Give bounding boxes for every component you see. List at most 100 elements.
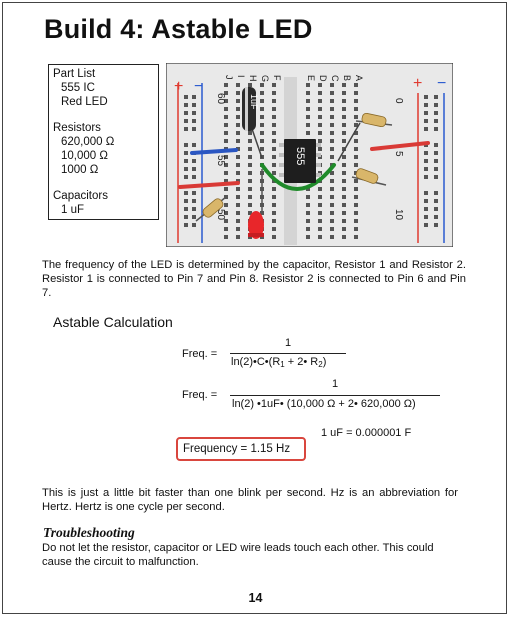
breadboard-hole [192, 207, 196, 211]
breadboard-hole [260, 115, 264, 119]
fraction-line [230, 395, 440, 396]
part-list-box: Part List 555 IC Red LED Resistors 620,0… [48, 64, 159, 220]
breadboard-hole [236, 227, 240, 231]
breadboard-hole [248, 139, 252, 143]
breadboard-hole [306, 219, 310, 223]
breadboard-hole [318, 147, 322, 151]
breadboard-hole [354, 211, 358, 215]
breadboard-hole [236, 131, 240, 135]
breadboard-hole [224, 163, 228, 167]
breadboard-hole [424, 207, 428, 211]
breadboard-hole [224, 99, 228, 103]
breadboard-hole [330, 123, 334, 127]
breadboard-hole [342, 227, 346, 231]
breadboard-hole [272, 211, 276, 215]
capacitor-stripe [245, 87, 248, 131]
breadboard-hole [260, 83, 264, 87]
row-letter: J [224, 75, 234, 80]
breadboard-hole [184, 199, 188, 203]
resistors-heading: Resistors [53, 122, 101, 134]
breadboard-hole [272, 235, 276, 239]
breadboard-hole [224, 219, 228, 223]
breadboard-hole [192, 119, 196, 123]
breadboard-hole [330, 107, 334, 111]
breadboard-hole [184, 191, 188, 195]
breadboard-hole [306, 131, 310, 135]
breadboard-hole [248, 155, 252, 159]
breadboard-hole [354, 195, 358, 199]
breadboard-hole [260, 99, 264, 103]
breadboard-hole [434, 127, 438, 131]
breadboard-hole [184, 215, 188, 219]
rail-plus-label-left: + [174, 78, 183, 95]
breadboard-hole [330, 155, 334, 159]
breadboard-hole [272, 83, 276, 87]
breadboard-hole [434, 215, 438, 219]
breadboard-hole [354, 131, 358, 135]
breadboard-hole [424, 119, 428, 123]
breadboard-hole [306, 91, 310, 95]
breadboard-hole [248, 179, 252, 183]
breadboard-hole [424, 191, 428, 195]
breadboard-hole [354, 179, 358, 183]
breadboard-hole [330, 139, 334, 143]
breadboard-hole [184, 159, 188, 163]
breadboard-hole [236, 195, 240, 199]
breadboard-hole [184, 151, 188, 155]
breadboard-hole [192, 127, 196, 131]
breadboard-hole [248, 171, 252, 175]
breadboard-hole [236, 203, 240, 207]
row-letter: B [342, 75, 352, 81]
breadboard-hole [184, 143, 188, 147]
breadboard-hole [318, 211, 322, 215]
breadboard-hole [306, 107, 310, 111]
column-number: 50 [215, 209, 226, 221]
breadboard-hole [424, 103, 428, 107]
breadboard-hole [318, 91, 322, 95]
breadboard-hole [192, 223, 196, 227]
breadboard-hole [354, 187, 358, 191]
breadboard-hole [318, 219, 322, 223]
breadboard-hole [354, 115, 358, 119]
breadboard-hole [248, 195, 252, 199]
breadboard-hole [236, 211, 240, 215]
breadboard-hole [342, 155, 346, 159]
breadboard-hole [224, 227, 228, 231]
breadboard-hole [424, 127, 428, 131]
breadboard-hole [330, 227, 334, 231]
breadboard-hole [318, 83, 322, 87]
column-number: 5 [393, 151, 404, 157]
breadboard-hole [192, 159, 196, 163]
breadboard-hole [424, 223, 428, 227]
breadboard-hole [306, 187, 310, 191]
breadboard-hole [318, 107, 322, 111]
breadboard-hole [184, 167, 188, 171]
breadboard-hole [342, 235, 346, 239]
breadboard-hole [272, 99, 276, 103]
breadboard-hole [224, 203, 228, 207]
breadboard-hole [330, 235, 334, 239]
breadboard-hole [192, 199, 196, 203]
breadboard-hole [342, 219, 346, 223]
breadboard-hole [306, 195, 310, 199]
row-letter: I [236, 75, 246, 78]
part-list-heading: Part List [53, 68, 96, 80]
breadboard-hole [184, 111, 188, 115]
breadboard-hole [342, 83, 346, 87]
breadboard-hole [342, 211, 346, 215]
breadboard-hole [330, 115, 334, 119]
formula-numerator: 1 [284, 337, 292, 349]
breadboard-hole [434, 95, 438, 99]
breadboard-hole [260, 131, 264, 135]
breadboard-hole [184, 103, 188, 107]
row-letter: F [272, 75, 282, 81]
breadboard-hole [236, 147, 240, 151]
breadboard-hole [342, 115, 346, 119]
breadboard-hole [306, 83, 310, 87]
breadboard-hole [224, 211, 228, 215]
breadboard-hole [424, 167, 428, 171]
breadboard-hole [272, 227, 276, 231]
breadboard-hole [184, 223, 188, 227]
breadboard-hole [260, 147, 264, 151]
breadboard-hole [236, 139, 240, 143]
